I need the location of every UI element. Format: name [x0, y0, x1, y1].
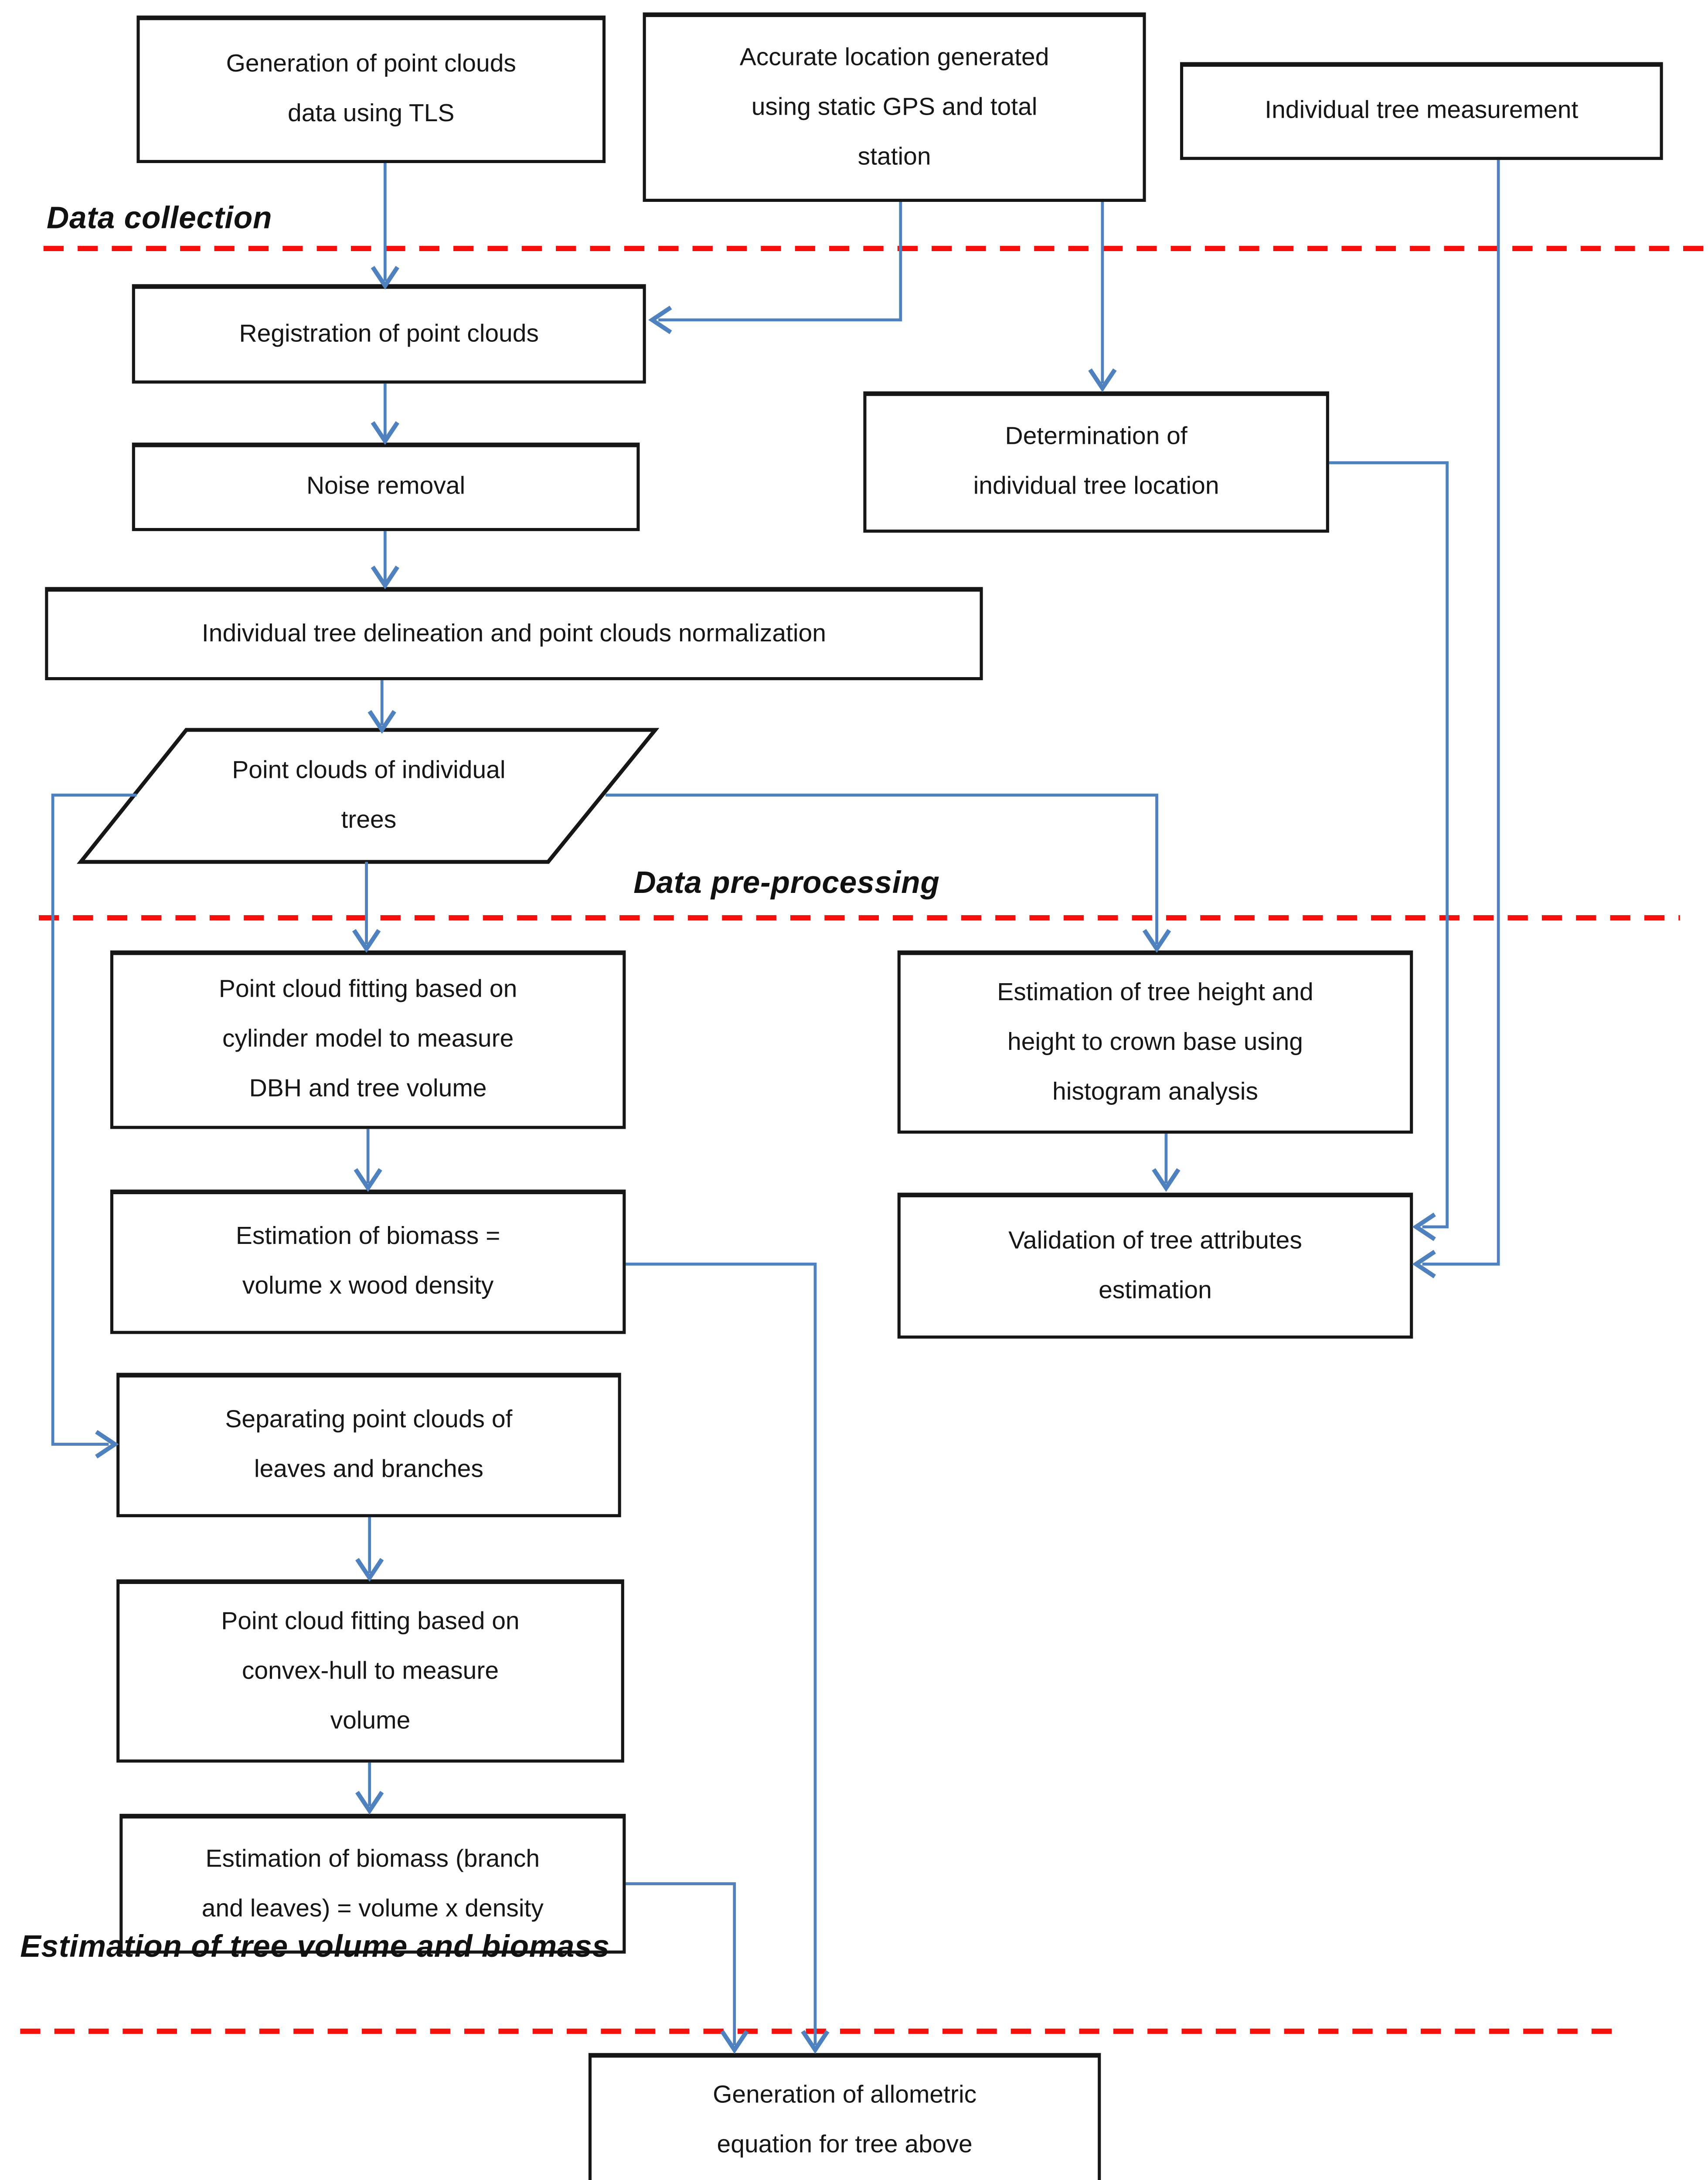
edge-tree-height-to-validation-arrowhead: [1152, 1168, 1181, 1192]
node-tree-height-label: Estimation of tree height and height to …: [997, 979, 1313, 1105]
edge-biomass-branch-to-allometric-arrowhead: [720, 2030, 749, 2054]
edge-cylinder-to-biomass-wood-arrowhead: [354, 1168, 382, 1192]
node-biomass-branch: Estimation of biomass (branch and leaves…: [119, 1814, 626, 1954]
node-biomass-wood: Estimation of biomass = volume x wood de…: [110, 1189, 626, 1334]
edge-biomass-branch-to-allometric-line: [626, 1882, 736, 2045]
section-label-data-collection: Data collection: [46, 202, 272, 236]
node-noise-removal: Noise removal: [132, 443, 640, 531]
edge-separating-to-convex-hull-arrowhead: [355, 1558, 384, 1582]
node-determination-label: Determination of individual tree locatio…: [973, 424, 1219, 500]
edge-accurate-location-to-registration-line: [658, 202, 902, 322]
edge-determination-to-validation-arrowhead: [1412, 1213, 1436, 1241]
section-label-data-pre-processing: Data pre-processing: [633, 866, 940, 901]
node-registration-label: Registration of point clouds: [239, 320, 539, 347]
edge-registration-to-noise-removal-arrowhead: [371, 421, 399, 445]
node-convex-hull: Point cloud fitting based on convex-hull…: [116, 1579, 624, 1763]
node-validation: Validation of tree attributes estimation: [897, 1192, 1413, 1339]
edge-noise-removal-to-delineation-arrowhead: [371, 565, 399, 589]
node-delineation: Individual tree delineation and point cl…: [45, 587, 983, 681]
edge-biomass-wood-to-allometric-line: [626, 1262, 817, 2045]
edge-point-clouds-to-separating-arrowhead: [95, 1430, 119, 1459]
node-cylinder-fitting-label: Point cloud fitting based on cylinder mo…: [218, 977, 517, 1103]
node-cylinder-fitting: Point cloud fitting based on cylinder mo…: [110, 950, 626, 1129]
node-generation-tls: Generation of point clouds data using TL…: [136, 15, 606, 163]
edge-biomass-wood-to-allometric-arrowhead: [801, 2030, 830, 2054]
node-validation-label: Validation of tree attributes estimation: [1008, 1227, 1302, 1304]
edge-point-clouds-to-cylinder-arrowhead: [352, 929, 381, 953]
node-delineation-label: Individual tree delineation and point cl…: [201, 620, 826, 647]
node-determination: Determination of individual tree locatio…: [863, 391, 1329, 533]
node-noise-removal-label: Noise removal: [306, 473, 466, 500]
edge-tree-measurement-to-validation-arrowhead: [1412, 1250, 1436, 1278]
node-separating: Separating point clouds of leaves and br…: [116, 1373, 621, 1517]
edge-convex-hull-to-biomass-branch-arrowhead: [355, 1791, 384, 1815]
node-separating-label: Separating point clouds of leaves and br…: [225, 1407, 513, 1483]
edge-tree-measurement-to-validation-line: [1422, 160, 1500, 1266]
node-convex-hull-label: Point cloud fitting based on convex-hull…: [221, 1608, 520, 1734]
node-point-clouds-individual: Point clouds of individual trees: [109, 730, 629, 862]
edge-accurate-location-to-determination-arrowhead: [1088, 368, 1117, 392]
node-allometric-generation-label: Generation of allometric equation for tr…: [713, 2082, 977, 2159]
node-accurate-location-label: Accurate location generated using static…: [739, 44, 1049, 170]
edge-generation-tls-to-registration-arrowhead: [371, 266, 399, 290]
node-point-clouds-individual-label: Point clouds of individual trees: [232, 757, 506, 833]
node-allometric-generation: Generation of allometric equation for tr…: [588, 2053, 1101, 2180]
edge-point-clouds-to-tree-height-arrowhead: [1142, 929, 1171, 953]
edge-accurate-location-to-registration-arrowhead: [648, 306, 672, 334]
node-tree-height: Estimation of tree height and height to …: [897, 950, 1413, 1134]
node-registration: Registration of point clouds: [132, 284, 646, 384]
node-tree-measurement: Individual tree measurement: [1180, 62, 1663, 160]
section-label-estimation: Estimation of tree volume and biomass: [20, 1930, 610, 1965]
node-generation-tls-label: Generation of point clouds data using TL…: [226, 51, 516, 128]
node-accurate-location: Accurate location generated using static…: [643, 12, 1146, 202]
node-tree-measurement-label: Individual tree measurement: [1265, 98, 1579, 124]
node-biomass-branch-label: Estimation of biomass (branch and leaves…: [201, 1846, 544, 1922]
node-biomass-wood-label: Estimation of biomass = volume x wood de…: [235, 1223, 500, 1300]
edge-delineation-to-point-clouds-arrowhead: [367, 710, 396, 734]
